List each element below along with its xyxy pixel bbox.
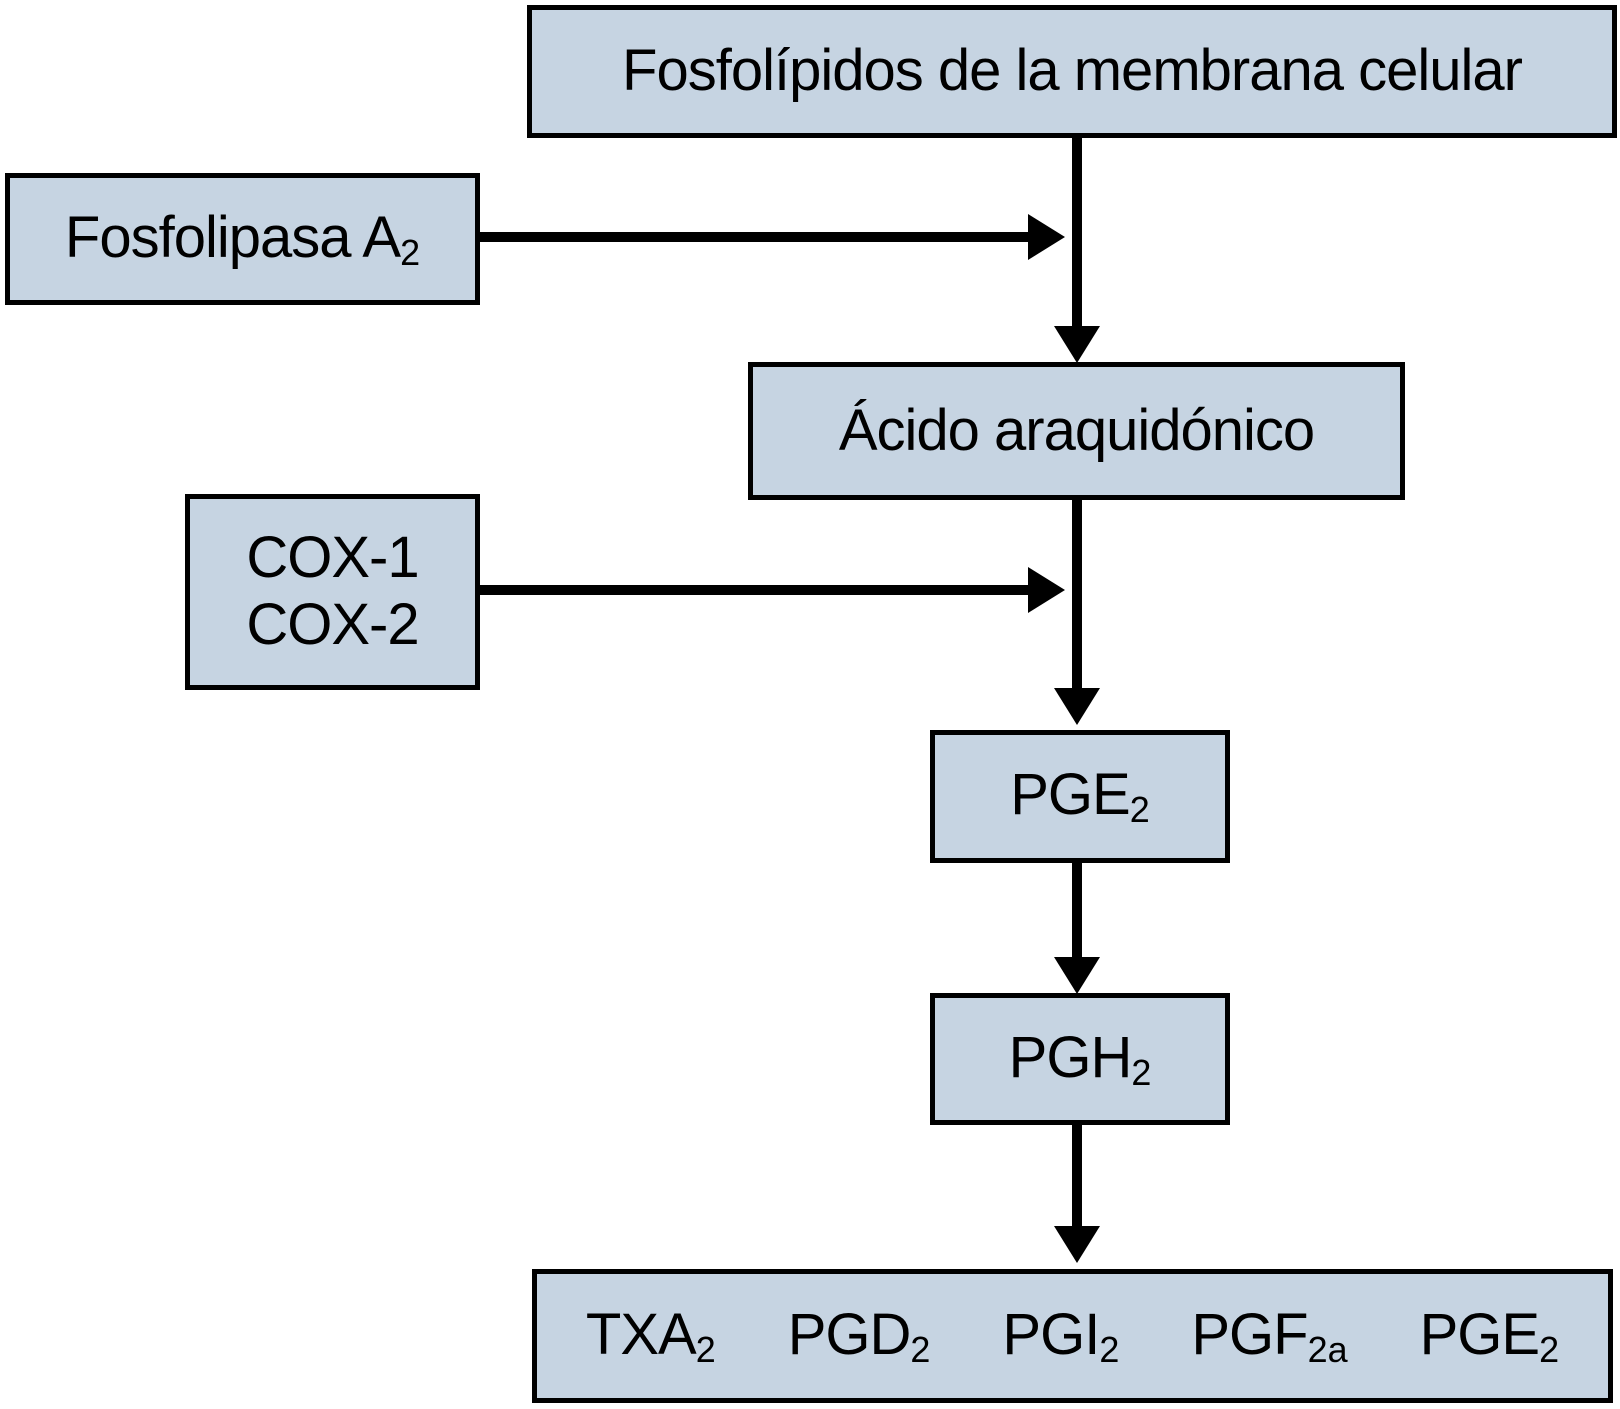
node-fosfolipasa-a2: Fosfolipasa A2 — [5, 173, 480, 305]
node-fosfolipasa-a2-label: Fosfolipasa A2 — [64, 204, 421, 273]
node-pge2-label: PGE2 — [1010, 762, 1150, 831]
arrow-cox-head — [1028, 567, 1065, 613]
arrow-fosfolipasa-head — [1028, 214, 1065, 260]
arrow-cox-line — [478, 585, 1028, 595]
arrow-acido-to-pge2-line — [1072, 498, 1082, 688]
node-cox-enzymes-labels: COX-1 COX-2 — [246, 525, 419, 658]
arrow-pgh2-to-products-head — [1054, 1226, 1100, 1263]
pge2-subscript: 2 — [1129, 789, 1150, 831]
arrow-membrane-to-acido-head — [1054, 326, 1100, 363]
arrow-acido-to-pge2-head — [1054, 688, 1100, 725]
fosfolipasa-subscript: 2 — [400, 231, 421, 273]
node-pge2: PGE2 — [930, 730, 1230, 863]
cox2-label: COX-2 — [246, 592, 419, 657]
product-pgi2: PGI2 — [1002, 1301, 1120, 1370]
node-membrane-phospholipids-label: Fosfolípidos de la membrana celular — [622, 38, 1523, 104]
node-pgh2-label: PGH2 — [1008, 1024, 1152, 1093]
product-pgd2: PGD2 — [787, 1301, 931, 1370]
product-pgf2a: PGF2a — [1191, 1301, 1348, 1370]
node-pgh2: PGH2 — [930, 993, 1230, 1125]
node-membrane-phospholipids: Fosfolípidos de la membrana celular — [527, 5, 1617, 138]
product-txa2: TXA2 — [585, 1301, 716, 1370]
node-products: TXA2 PGD2 PGI2 PGF2a PGE2 — [532, 1269, 1613, 1403]
product-pge2: PGE2 — [1419, 1301, 1560, 1370]
arrow-membrane-to-acido-line — [1072, 136, 1082, 326]
node-acido-araquidonico-label: Ácido araquidónico — [838, 397, 1315, 463]
node-cox-enzymes: COX-1 COX-2 — [185, 494, 480, 690]
node-acido-araquidonico: Ácido araquidónico — [748, 362, 1405, 500]
arrow-pge2-to-pgh2-head — [1054, 957, 1100, 994]
pgh2-subscript: 2 — [1131, 1051, 1152, 1093]
products-list: TXA2 PGD2 PGI2 PGF2a PGE2 — [586, 1302, 1559, 1370]
cox1-label: COX-1 — [246, 525, 419, 591]
arrow-pge2-to-pgh2-line — [1072, 861, 1082, 957]
arrow-pgh2-to-products-line — [1072, 1123, 1082, 1226]
arrow-fosfolipasa-line — [478, 232, 1028, 242]
